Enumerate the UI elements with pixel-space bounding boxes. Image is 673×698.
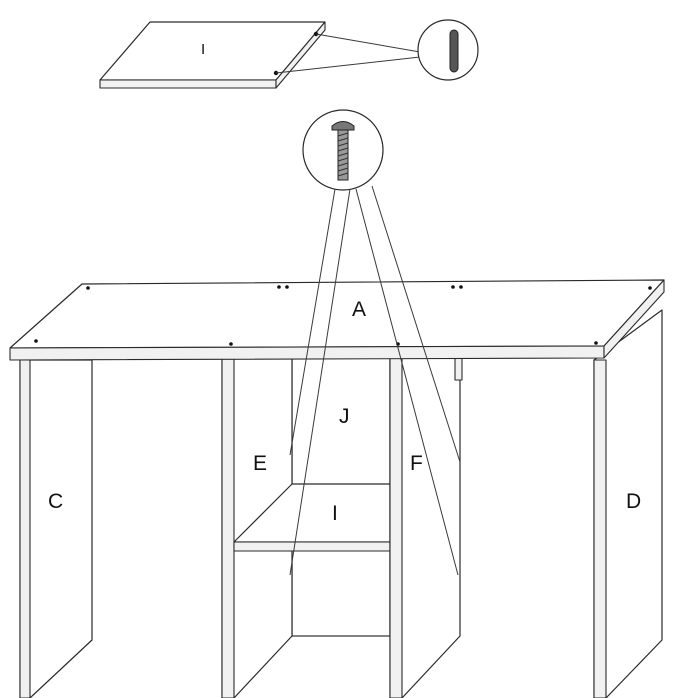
screw-guide-lines — [289, 185, 461, 576]
right-divider-f — [389, 357, 463, 698]
dowel-pin-icon — [449, 29, 459, 73]
label-a: A — [352, 298, 366, 321]
left-side-c — [19, 359, 93, 698]
label-e: E — [253, 452, 267, 475]
label-c: C — [48, 490, 63, 513]
screw-icon — [331, 121, 355, 181]
label-d: D — [626, 490, 641, 513]
shelf-i — [233, 483, 391, 552]
shelf-detail-label: I — [201, 41, 205, 58]
top-panel-a — [9, 279, 665, 361]
screw-callout — [302, 109, 384, 191]
label-i: I — [332, 502, 338, 525]
label-f: F — [410, 452, 423, 475]
right-side-d — [593, 309, 663, 698]
label-j: J — [339, 405, 350, 428]
dowel-pin-callout — [417, 19, 479, 81]
shelf-detail: I — [99, 21, 421, 89]
